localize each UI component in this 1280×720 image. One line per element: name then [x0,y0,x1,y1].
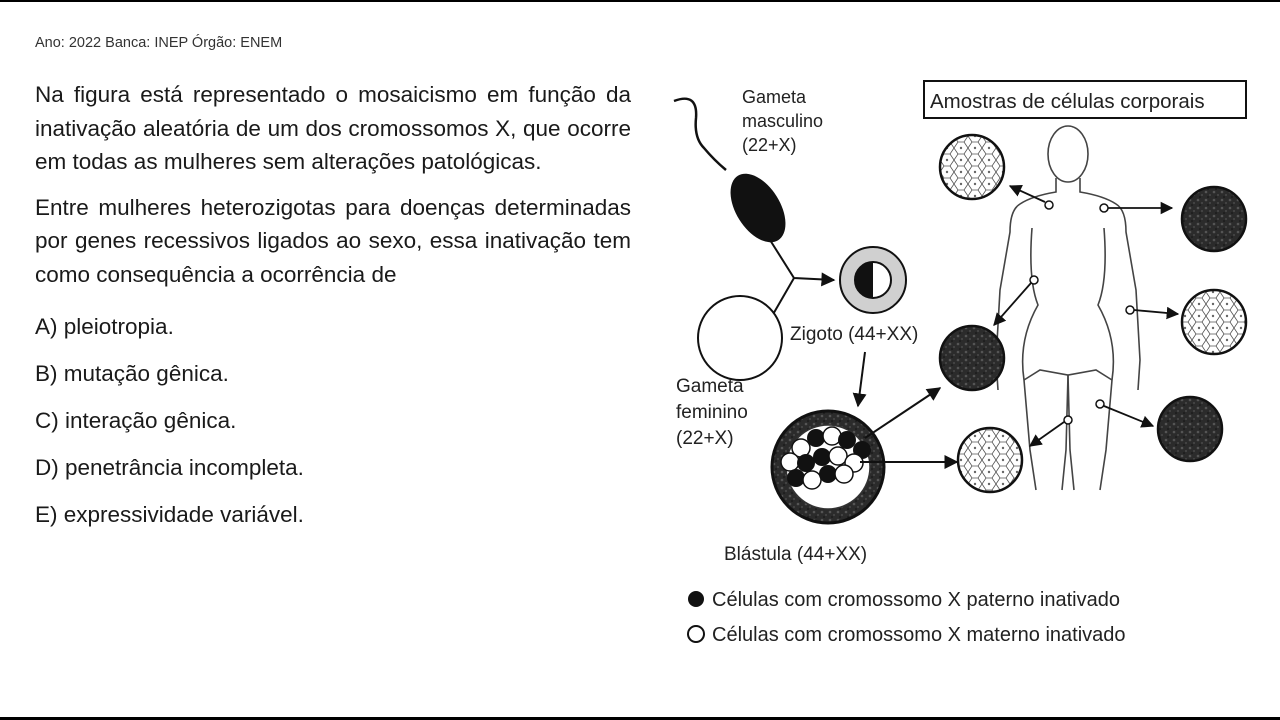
mosaicism-figure: Gameta masculino (22+X) Gameta feminino … [673,80,1248,646]
question-text: Na figura está representado o mosaicismo… [35,78,631,538]
blastula-icon [770,409,886,525]
zygote-icon [839,246,907,314]
bottom-border [0,717,1280,720]
question-meta: Ano: 2022 Banca: INEP Órgão: ENEM [35,35,283,51]
option-a[interactable]: A) pleiotropia. [35,314,174,339]
male-gamete-label: Gameta masculino (22+X) [742,87,823,155]
svg-text:feminino: feminino [676,402,748,423]
sample-light-1 [938,133,1006,201]
egg-icon [697,295,783,381]
female-gamete-label: Gameta feminino (22+X) [676,376,748,449]
svg-text:Gameta: Gameta [676,376,744,397]
legend-paternal: Células com cromossomo X paterno inativa… [712,589,1120,611]
svg-text:masculino: masculino [742,111,823,131]
question-paragraph-1: Na figura está representado o mosaicismo… [35,82,631,174]
svg-text:Gameta: Gameta [742,87,807,107]
blastula-label: Blástula (44+XX) [724,544,867,565]
legend-maternal: Células com cromossomo X materno inativa… [712,624,1126,646]
female-body-outline [995,125,1141,491]
option-e[interactable]: E) expressividade variável. [35,502,304,527]
sample-light-3 [956,426,1024,494]
sample-dark-3 [1156,395,1224,463]
legend-filled-circle-icon [688,591,704,607]
sample-light-2 [1180,288,1248,356]
svg-text:(22+X): (22+X) [742,135,797,155]
question-paragraph-2: Entre mulheres heterozigotas para doença… [35,194,631,287]
legend-open-circle-icon [687,625,705,643]
option-b[interactable]: B) mutação gênica. [35,361,229,386]
top-border [0,0,1280,2]
sample-dark-1 [1180,185,1248,253]
svg-text:(22+X): (22+X) [676,428,734,449]
option-c[interactable]: C) interação gênica. [35,408,237,433]
option-d[interactable]: D) penetrância incompleta. [35,455,304,480]
samples-title: Amostras de células corporais [930,90,1205,113]
zygote-label: Zigoto (44+XX) [790,324,918,345]
sperm-icon [673,97,786,243]
sample-dark-2 [938,324,1006,392]
samples-title-box [923,80,1247,119]
